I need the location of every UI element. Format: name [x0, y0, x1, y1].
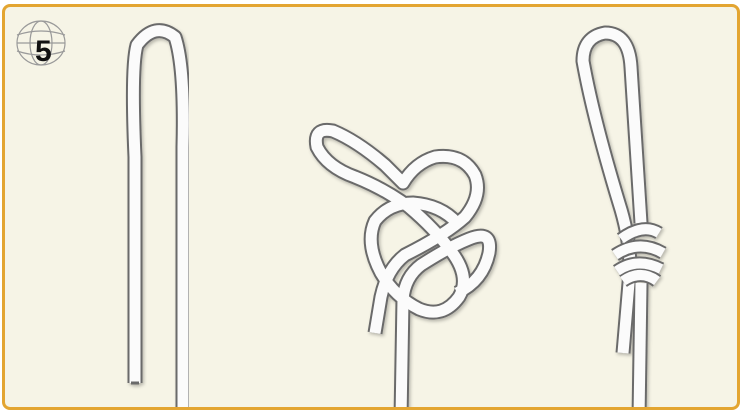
figure-eight-loose-icon	[316, 130, 489, 410]
figure-eight-tight-icon	[583, 33, 663, 410]
rope-bight-icon	[131, 31, 183, 410]
instruction-panel: 5	[2, 4, 740, 410]
knot-illustration	[5, 7, 740, 410]
